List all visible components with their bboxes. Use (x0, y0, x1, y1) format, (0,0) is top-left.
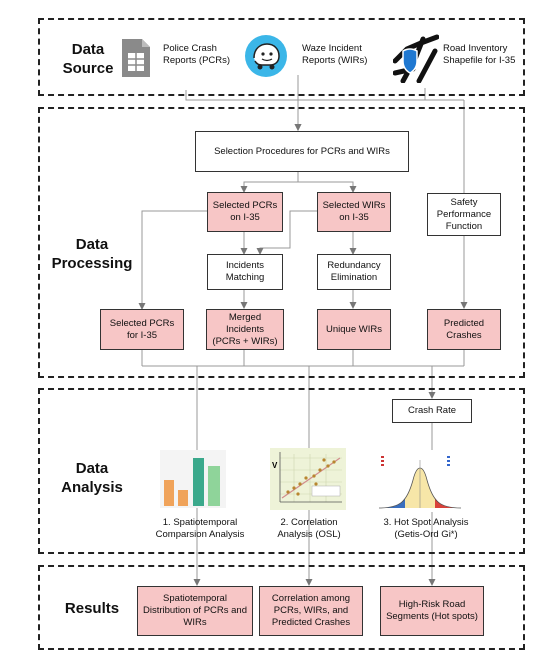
data-source-label: Data Source (62, 41, 114, 77)
result-1-box: Spatiotemporal Distribution of PCRs and … (137, 586, 253, 636)
selected-wirs-i35-box: Selected WIRs on I-35 (317, 192, 391, 232)
bell-curve-icon (375, 450, 465, 517)
results-section (38, 565, 525, 650)
analysis-3-caption: 3. Hot Spot Analysis (Getis-Ord Gi*) (383, 517, 469, 540)
bar-chart-icon (160, 450, 226, 513)
merged-incidents-box: Merged Incidents (PCRs + WIRs) (206, 309, 284, 350)
data-source-section (38, 18, 525, 96)
redundancy-elimination-box: Redundancy Elimination (317, 254, 391, 290)
road-source-label: Road Inventory Shapefile for I-35 (443, 43, 516, 66)
result-2-box: Correlation among PCRs, WIRs, and Predic… (259, 586, 363, 636)
spf-box: Safety Performance Function (427, 193, 501, 236)
incidents-matching-box: Incidents Matching (207, 254, 283, 290)
results-label: Results (64, 600, 120, 617)
predicted-crashes-box: Predicted Crashes (427, 309, 501, 350)
data-analysis-section (38, 388, 525, 554)
data-analysis-label: Data Analysis (61, 460, 123, 496)
selected-pcrs-i35-box: Selected PCRs on I-35 (207, 192, 283, 232)
data-processing-label: Data Processing (51, 236, 133, 272)
crash-rate-box: Crash Rate (392, 399, 472, 423)
selection-procedures-box: Selection Procedures for PCRs and WIRs (195, 131, 409, 172)
result-3-box: High-Risk Road Segments (Hot spots) (380, 586, 484, 636)
waze-icon (244, 34, 288, 83)
selected-pcrs-out-box: Selected PCRs for I-35 (100, 309, 184, 350)
document-icon (122, 39, 150, 82)
pcr-source-label: Police Crash Reports (PCRs) (163, 43, 231, 66)
unique-wirs-box: Unique WIRs (317, 309, 391, 350)
analysis-1-caption: 1. Spatiotemporal Comparsion Analysis (155, 517, 245, 540)
scatter-axis-letter: V (272, 461, 278, 470)
road-map-icon (392, 33, 440, 88)
scatter-plot-icon: V (270, 448, 346, 515)
wir-source-label: Waze Incident Reports (WIRs) (302, 43, 368, 66)
data-processing-section (38, 107, 525, 378)
analysis-2-caption: 2. Correlation Analysis (OSL) (277, 517, 341, 540)
